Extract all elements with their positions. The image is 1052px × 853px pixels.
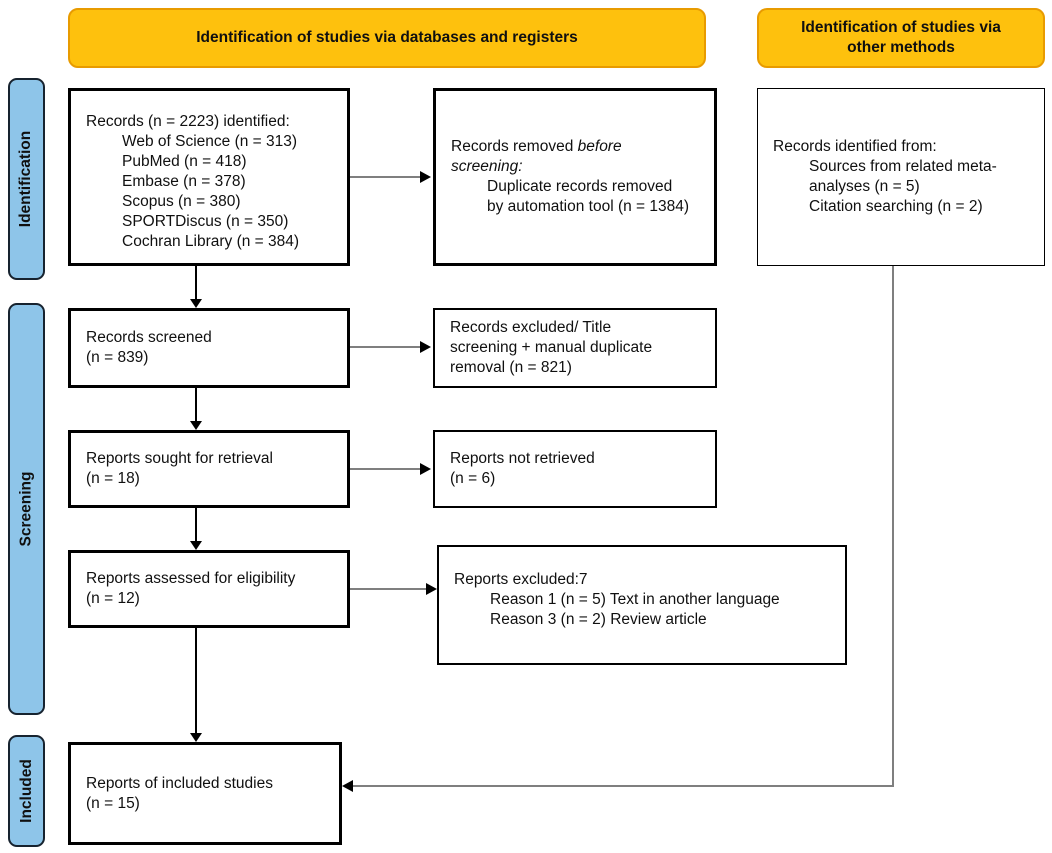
reports-assessed-line1: Reports assessed for eligibility [86,570,296,587]
reports-included-line2: (n = 15) [86,794,140,812]
records-identified-item: SPORTDiscus (n = 350) [122,213,289,230]
records-excluded-line3: removal (n = 821) [450,359,572,376]
records-identified-item: PubMed (n = 418) [122,153,247,170]
records-identified-title: Records (n = 2223) identified: [86,113,290,130]
arrow-screened-to-sought-shaft [195,388,197,421]
box-records-other-methods: Records identified from: Sources from re… [757,88,1045,266]
stage-label-screening: Screening [17,471,35,547]
arrow-down-icon [190,733,202,742]
arrow-identified-to-removed-shaft [350,176,420,178]
records-removed-detail: by automation tool (n = 1384) [487,198,690,215]
box-records-excluded: Records excluded/ Title screening + manu… [433,308,717,388]
records-identified-item: Web of Science (n = 313) [122,133,298,150]
box-records-removed: Records removed before screening: Duplic… [433,88,717,266]
arrow-down-icon [190,541,202,550]
stage-bar-identification: Identification [8,78,45,280]
arrow-assessed-to-included-shaft [195,628,197,733]
connector-othermethods-vertical [892,266,894,786]
reports-excluded-reason: Reason 1 (n = 5) Text in another languag… [490,591,780,608]
box-reports-assessed: Reports assessed for eligibility (n = 12… [68,550,350,628]
box-reports-excluded: Reports excluded:7 Reason 1 (n = 5) Text… [437,545,847,665]
arrow-screened-to-excluded-shaft [350,346,420,348]
records-other-line: Sources from related meta- [809,158,997,175]
records-removed-intro-normal: Records removed [451,138,578,155]
records-removed-intro-italic2: screening: [451,158,523,175]
records-removed-detail: Duplicate records removed [487,178,673,195]
arrow-down-icon [190,299,202,308]
arrow-right-icon [426,583,437,595]
box-records-screened: Records screened (n = 839) [68,308,350,388]
arrow-assessed-to-excluded-shaft [350,588,426,590]
records-other-line: Citation searching (n = 2) [809,198,983,215]
arrow-sought-to-notretrieved-shaft [350,468,420,470]
records-screened-line1: Records screened [86,329,212,346]
records-identified-item: Scopus (n = 380) [122,193,241,210]
arrow-down-icon [190,421,202,430]
reports-sought-line2: (n = 18) [86,470,140,487]
reports-not-retrieved-line2: (n = 6) [450,470,496,487]
banner-other-line2: other methods [847,39,955,56]
stage-bar-included: Included [8,735,45,847]
records-excluded-line2: screening + manual duplicate [450,339,653,356]
reports-assessed-line2: (n = 12) [86,590,140,607]
reports-sought-line1: Reports sought for retrieval [86,450,273,467]
records-identified-item: Embase (n = 378) [122,173,246,190]
records-excluded-line1: Records excluded/ Title [450,319,612,336]
records-identified-item: Cochran Library (n = 384) [122,233,300,250]
records-removed-intro-italic1: before [577,138,622,155]
box-records-identified: Records (n = 2223) identified: Web of Sc… [68,88,350,266]
banner-other-line1: Identification of studies via [801,19,1001,36]
banner-databases-registers: Identification of studies via databases … [68,8,706,68]
reports-excluded-title: Reports excluded:7 [454,571,588,588]
box-reports-sought: Reports sought for retrieval (n = 18) [68,430,350,508]
records-other-title: Records identified from: [773,138,937,155]
stage-label-included: Included [17,759,35,823]
arrow-right-icon [420,171,431,183]
connector-othermethods-horizontal [353,785,894,787]
reports-included-line1: Reports of included studies [86,774,273,792]
banner-other-methods: Identification of studies via other meth… [757,8,1045,68]
arrow-left-icon [342,780,353,792]
stage-bar-screening: Screening [8,303,45,715]
box-reports-not-retrieved: Reports not retrieved (n = 6) [433,430,717,508]
arrow-right-icon [420,463,431,475]
stage-label-identification: Identification [17,130,35,228]
records-other-line: analyses (n = 5) [809,178,920,195]
arrow-right-icon [420,341,431,353]
records-screened-line2: (n = 839) [86,349,149,366]
records-removed-intro-line2: screening: [451,157,706,177]
arrow-identified-to-screened-shaft [195,266,197,299]
banner-databases-text: Identification of studies via databases … [196,29,578,46]
reports-excluded-reason: Reason 3 (n = 2) Review article [490,611,707,628]
box-reports-included: Reports of included studies (n = 15) [68,742,342,845]
reports-not-retrieved-line1: Reports not retrieved [450,450,595,467]
arrow-sought-to-assessed-shaft [195,508,197,541]
records-removed-intro-line1: Records removed before [451,137,706,157]
